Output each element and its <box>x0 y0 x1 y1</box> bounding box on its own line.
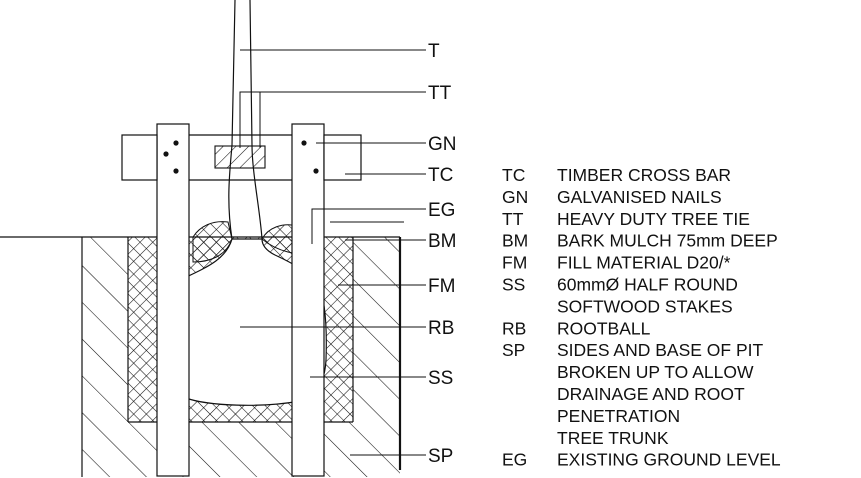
stake-left <box>156 123 190 477</box>
legend-description-line: GALVANISED NAILS <box>557 187 722 207</box>
legend-description-line: SOFTWOOD STAKES <box>557 296 733 316</box>
legend-code-bm: BM <box>502 231 528 251</box>
legend-description-line: FILL MATERIAL D20/* <box>557 253 731 273</box>
legend-description-line: 60mmØ HALF ROUND <box>557 275 738 295</box>
legend-description-line: EXISTING GROUND LEVEL <box>557 450 781 470</box>
legend-code-sp: SP <box>502 340 525 360</box>
legend-code-rb: RB <box>502 318 526 338</box>
tree-trunk <box>228 0 263 240</box>
legend-description-line: TREE TRUNK <box>557 428 669 448</box>
legend-description-line: ROOTBALL <box>557 318 651 338</box>
legend-description-line: SIDES AND BASE OF PIT <box>557 340 763 360</box>
stake-right <box>291 123 325 477</box>
callout-tc: TC <box>428 165 453 186</box>
callout-sp: SP <box>428 446 453 467</box>
callout-fm: FM <box>428 276 455 297</box>
callout-t: T <box>428 41 440 62</box>
callout-rb: RB <box>428 318 454 339</box>
legend-description-line: BARK MULCH 75mm DEEP <box>557 231 778 251</box>
leader-lines <box>240 49 426 456</box>
legend-code-gn: GN <box>502 187 528 207</box>
legend-description-line: HEAVY DUTY TREE TIE <box>557 209 750 229</box>
callout-tt: TT <box>428 83 452 104</box>
callout-ss: SS <box>428 368 453 389</box>
legend-description-line: TIMBER CROSS BAR <box>557 165 731 185</box>
callout-gn: GN <box>428 134 457 155</box>
galvanised-nails <box>163 140 319 174</box>
legend-description-line: BROKEN UP TO ALLOW <box>557 362 754 382</box>
callout-bm: BM <box>428 231 457 252</box>
legend-code-ss: SS <box>502 275 525 295</box>
legend-description-line: DRAINAGE AND ROOT <box>557 384 745 404</box>
legend-code-tt: TT <box>502 209 524 229</box>
legend-code-fm: FM <box>502 253 527 273</box>
callout-eg: EG <box>428 200 455 221</box>
legend-description-line: PENETRATION <box>557 406 680 426</box>
tree-tie <box>214 91 266 169</box>
legend-code-eg: EG <box>502 450 527 470</box>
legend: TC TIMBER CROSS BAR GN GALVANISED NAILS TT HE… <box>502 165 781 470</box>
callout-labels: T TT GN TC EG BM FM RB SS SP <box>428 41 457 467</box>
legend-code-tc: TC <box>502 165 525 185</box>
